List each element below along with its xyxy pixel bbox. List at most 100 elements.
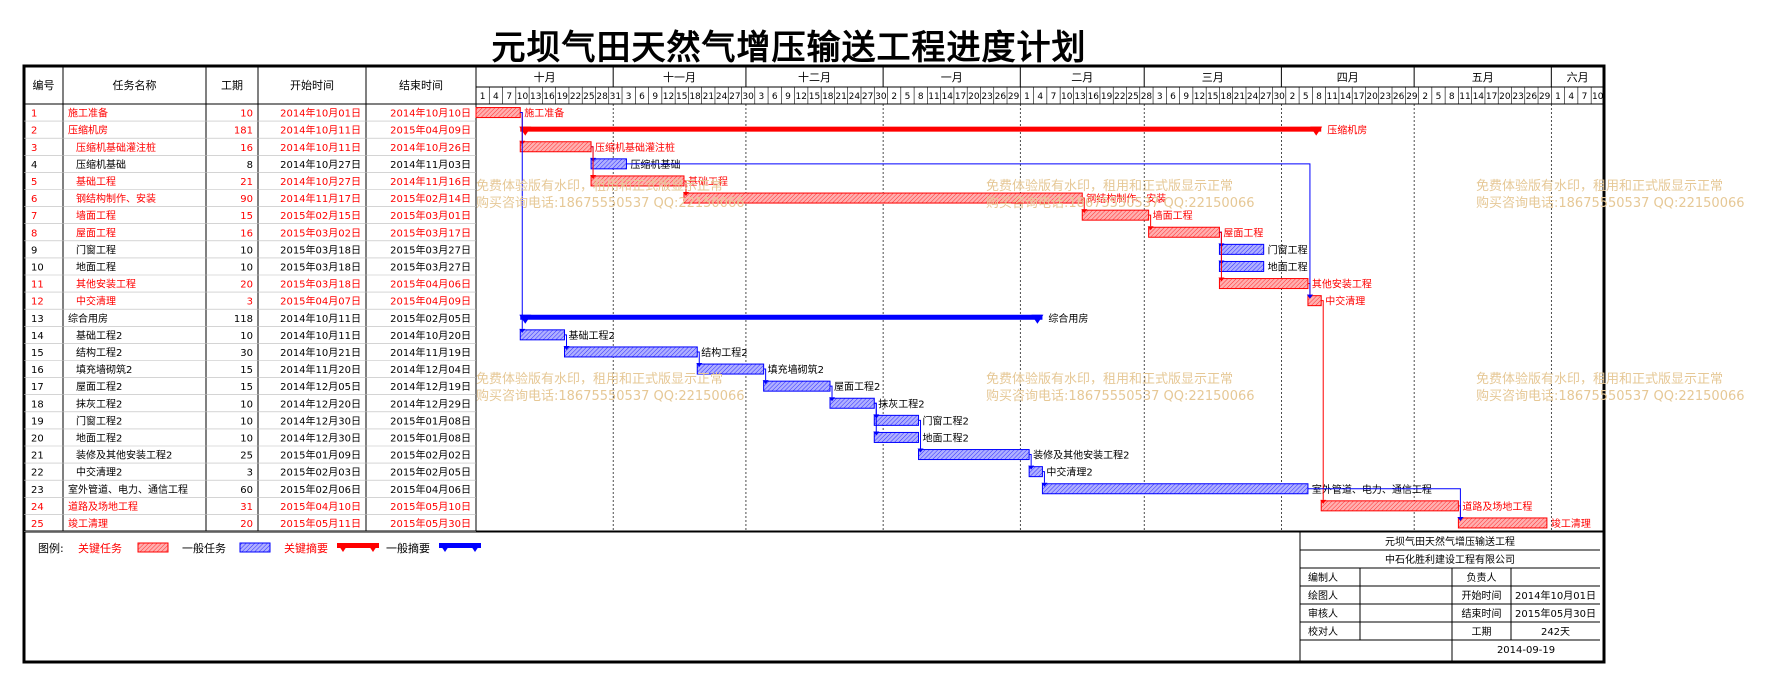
watermark-text: 购买咨询电话:18675550537 QQ:22150066 [476, 195, 745, 211]
task-bar [519, 329, 566, 341]
task-start: 2015年03月02日 [280, 226, 361, 239]
day-label: 30 [742, 92, 754, 102]
task-name: 压缩机房 [68, 124, 108, 137]
dependency-arrow [829, 397, 836, 402]
month-label: 十二月 [798, 70, 831, 84]
task-name: 墙面工程 [76, 209, 116, 222]
day-label: 30 [875, 92, 887, 102]
task-duration: 8 [247, 160, 253, 171]
task-bar [1457, 517, 1548, 529]
task-id: 18 [31, 399, 44, 410]
task-name: 地面工程 [76, 260, 116, 273]
dependency-link [564, 334, 568, 346]
task-start: 2014年10月01日 [280, 107, 361, 120]
task-name: 中交清理2 [76, 466, 122, 479]
dependency-arrow [519, 328, 526, 333]
task-duration: 10 [240, 109, 253, 120]
dependency-link [1219, 231, 1222, 278]
task-id: 14 [31, 331, 44, 342]
dependency-arrow [682, 192, 689, 197]
watermark-text: 免费体验版有水印，租用和正式版显示正常 [1476, 178, 1723, 194]
day-label: 19 [557, 92, 569, 102]
day-label: 22 [570, 92, 581, 102]
dependency-arrow [1081, 209, 1088, 214]
day-label: 7 [1051, 92, 1057, 102]
task-name: 钢结构制作、安装 [76, 192, 156, 205]
task-end: 2014年11月19日 [390, 346, 471, 359]
task-end: 2015年05月30日 [390, 517, 471, 530]
dependency-link [830, 385, 833, 398]
task-bar-label: 结构工程2 [701, 346, 747, 359]
info-label: 编制人 [1308, 571, 1338, 584]
watermark-text: 免费体验版有水印，租用和正式版显示正常 [986, 178, 1233, 194]
task-name: 基础工程 [76, 175, 116, 188]
task-bar [873, 414, 920, 426]
task-bar-label: 综合用房 [1048, 312, 1088, 325]
task-end: 2015年03月01日 [390, 209, 471, 222]
day-label: 2 [891, 92, 897, 102]
task-start: 2015年04月07日 [280, 295, 361, 308]
legend-normal-summary-marker [469, 543, 481, 552]
task-start: 2014年10月11日 [280, 141, 361, 154]
task-start: 2014年10月27日 [280, 175, 361, 188]
dependency-link [591, 146, 594, 175]
day-label: 15 [1207, 92, 1218, 102]
day-label: 19 [1101, 92, 1113, 102]
day-label: 17 [955, 92, 966, 102]
day-label: 25 [1127, 92, 1138, 102]
day-label: 18 [822, 92, 834, 102]
task-bar-label: 施工准备 [524, 107, 564, 120]
task-bar-label: 基础工程2 [569, 329, 615, 342]
task-duration: 10 [240, 416, 253, 427]
task-duration: 15 [240, 211, 253, 222]
day-label: 6 [772, 92, 778, 102]
task-start: 2015年02月03日 [280, 466, 361, 479]
day-label: 13 [1074, 92, 1085, 102]
task-name: 结构工程2 [76, 346, 122, 359]
day-label: 29 [1008, 92, 1020, 102]
day-label: 4 [493, 92, 499, 102]
day-label: 4 [1037, 92, 1043, 102]
task-duration: 31 [240, 502, 253, 513]
day-label: 9 [785, 92, 791, 102]
info-project-name: 元坝气田天然气增压输送工程 [1385, 535, 1515, 548]
day-label: 11 [1459, 92, 1470, 102]
task-bar-label: 屋面工程2 [834, 381, 880, 393]
task-name: 屋面工程 [76, 227, 116, 239]
day-label: 23 [981, 92, 992, 102]
task-name: 其他安装工程 [76, 278, 136, 291]
dependency-arrow [563, 345, 570, 350]
day-label: 5 [1303, 92, 1309, 102]
task-id: 10 [31, 262, 44, 273]
summary-bar [520, 314, 1043, 320]
dependency-arrow [1041, 482, 1048, 487]
legend-normal-task: 一般任务 [182, 542, 226, 555]
dependency-arrow [917, 448, 924, 453]
task-name: 门窗工程2 [76, 414, 122, 427]
info-label: 审核人 [1308, 607, 1338, 620]
task-start: 2015年05月11日 [280, 517, 361, 530]
task-duration: 15 [240, 382, 253, 393]
task-bar-label: 中交清理2 [1046, 466, 1092, 479]
task-bar [696, 363, 765, 375]
day-label: 14 [942, 92, 954, 102]
task-bar-label: 屋面工程 [1223, 227, 1263, 239]
task-id: 16 [31, 365, 44, 376]
day-label: 21 [1234, 92, 1245, 102]
task-start: 2015年02月06日 [280, 483, 361, 496]
day-label: 12 [1194, 92, 1205, 102]
task-bar-label: 基础工程 [688, 175, 728, 188]
task-bar-label: 墙面工程 [1153, 209, 1193, 222]
task-id: 9 [31, 245, 37, 256]
day-label: 24 [716, 92, 728, 102]
month-label: 四月 [1337, 71, 1359, 84]
dependency-arrow [1320, 499, 1327, 504]
dependency-link [1321, 300, 1324, 500]
day-label: 8 [918, 92, 924, 102]
column-header-id: 编号 [33, 78, 55, 92]
info-label: 校对人 [1308, 625, 1338, 638]
task-bar [1148, 226, 1220, 238]
watermark-text: 免费体验版有水印，租用和正式版显示正常 [476, 371, 723, 387]
day-label: 20 [1499, 92, 1511, 102]
dependency-link [1148, 214, 1152, 227]
